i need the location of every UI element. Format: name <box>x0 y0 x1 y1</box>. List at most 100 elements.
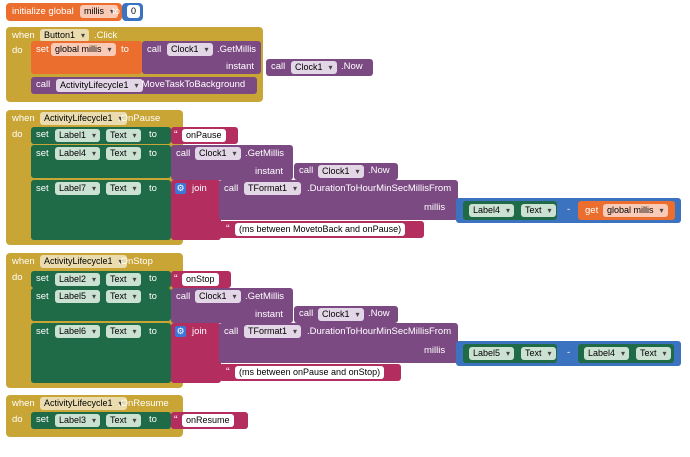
set-label5-text[interactable]: set Label5 Text to <box>31 288 171 321</box>
set-label3-text[interactable]: set Label3 Text to <box>31 412 171 429</box>
set-label: set <box>36 414 49 425</box>
var-dropdown[interactable]: global millis <box>51 43 116 56</box>
set-label2-text[interactable]: set Label2 Text to <box>31 271 171 288</box>
call-tformat-duration[interactable]: call TFormat1 .DurationToHourMinSecMilli… <box>219 180 458 220</box>
set-global-millis-block[interactable]: set global millis to <box>31 41 142 74</box>
string-value[interactable]: (ms between onPause and onStop) <box>235 366 385 379</box>
label-dropdown[interactable]: Label7 <box>55 182 101 195</box>
label4-text-getter[interactable]: Label4 Text <box>578 344 674 363</box>
to-label: to <box>149 183 157 194</box>
text-ms-between[interactable]: “ (ms between MovetoBack and onPause) <box>219 221 424 238</box>
clock-dropdown[interactable]: Clock1 <box>195 147 241 160</box>
property-dropdown[interactable]: Text <box>106 147 141 160</box>
do-label: do <box>12 414 23 425</box>
text-onpause[interactable]: “ onPause <box>171 127 238 144</box>
label-dropdown[interactable]: Label4 <box>469 204 515 217</box>
component-dropdown[interactable]: ActivityLifecycle1 <box>40 397 127 410</box>
set-label: set <box>36 326 49 337</box>
call-label: call <box>36 79 51 90</box>
to-label: to <box>149 273 157 284</box>
property-dropdown[interactable]: Text <box>106 129 141 142</box>
instant-label: instant <box>255 166 283 177</box>
label-dropdown[interactable]: Label1 <box>55 129 101 142</box>
clock-dropdown[interactable]: Clock1 <box>167 43 213 56</box>
do-label: do <box>12 45 23 56</box>
method-name: .GetMillis <box>245 148 285 159</box>
label-dropdown[interactable]: Label3 <box>55 414 101 427</box>
to-label: to <box>149 291 157 302</box>
property-dropdown[interactable]: Text <box>521 347 556 360</box>
property-dropdown[interactable]: Text <box>106 182 141 195</box>
init-global-millis-block[interactable]: initialize global millis to <box>6 3 122 21</box>
property-dropdown[interactable]: Text <box>106 273 141 286</box>
call-clock-now[interactable]: call Clock1 .Now <box>266 59 373 76</box>
set-label: set <box>36 148 49 159</box>
millis-param-label: millis <box>424 345 446 356</box>
millis-param-label: millis <box>424 202 446 213</box>
call-label: call <box>271 61 286 72</box>
label-dropdown[interactable]: Label2 <box>55 273 101 286</box>
call-clock-getmillis[interactable]: call Clock1 .GetMillis instant <box>142 41 261 74</box>
clock-dropdown[interactable]: Clock1 <box>195 290 241 303</box>
label-dropdown[interactable]: Label5 <box>55 290 101 303</box>
to-label: to <box>149 414 157 425</box>
set-label7-text[interactable]: set Label7 Text to <box>31 180 171 240</box>
call-clock-now[interactable]: call Clock1 .Now <box>294 163 398 180</box>
tformat-dropdown[interactable]: TFormat1 <box>244 325 302 338</box>
text-onstop[interactable]: “ onStop <box>171 271 231 288</box>
label-dropdown[interactable]: Label6 <box>55 325 101 338</box>
property-dropdown[interactable]: Text <box>521 204 556 217</box>
label-dropdown[interactable]: Label5 <box>469 347 515 360</box>
set-label4-text[interactable]: set Label4 Text to <box>31 145 171 178</box>
join-label: join <box>192 183 207 194</box>
lifecycle-dropdown[interactable]: ActivityLifecycle1 <box>56 79 143 92</box>
text-onresume[interactable]: “ onResume <box>171 412 248 429</box>
var-name-field[interactable]: millis <box>80 5 118 18</box>
component-dropdown[interactable]: ActivityLifecycle1 <box>40 112 127 125</box>
property-dropdown[interactable]: Text <box>106 290 141 303</box>
method-name: .Now <box>368 308 390 319</box>
call-tformat-duration[interactable]: call TFormat1 .DurationToHourMinSecMilli… <box>219 323 458 363</box>
call-clock-getmillis[interactable]: call Clock1 .GetMillis instant <box>171 145 293 180</box>
event-name: .OnPause <box>118 113 161 124</box>
label-dropdown[interactable]: Label4 <box>55 147 101 160</box>
component-dropdown[interactable]: ActivityLifecycle1 <box>40 255 127 268</box>
when-label: when <box>12 398 35 409</box>
label5-text-getter[interactable]: Label5 Text <box>463 344 557 363</box>
string-value[interactable]: onStop <box>182 273 219 286</box>
number-block[interactable]: 0 <box>122 3 143 21</box>
set-label6-text[interactable]: set Label6 Text to <box>31 323 171 383</box>
tformat-dropdown[interactable]: TFormat1 <box>244 182 302 195</box>
call-clock-getmillis[interactable]: call Clock1 .GetMillis instant <box>171 288 293 323</box>
get-global-millis[interactable]: get global millis <box>578 201 675 220</box>
join-block[interactable]: ⚙ join <box>171 323 221 383</box>
property-dropdown[interactable]: Text <box>106 325 141 338</box>
set-label1-text[interactable]: set Label1 Text to <box>31 127 171 144</box>
call-label: call <box>224 183 239 194</box>
do-label: do <box>12 129 23 140</box>
number-value[interactable]: 0 <box>127 5 141 18</box>
text-ms-between[interactable]: “ (ms between onPause and onStop) <box>219 364 401 381</box>
clock-dropdown[interactable]: Clock1 <box>318 308 364 321</box>
event-name: .Click <box>94 30 118 41</box>
clock-dropdown[interactable]: Clock1 <box>318 165 364 178</box>
property-dropdown[interactable]: Text <box>636 347 671 360</box>
component-dropdown[interactable]: Button1 <box>40 29 90 42</box>
string-value[interactable]: onPause <box>182 129 226 142</box>
string-value[interactable]: onResume <box>182 414 234 427</box>
open-quote: “ <box>226 366 230 378</box>
gear-icon[interactable]: ⚙ <box>175 326 186 337</box>
var-dropdown[interactable]: global millis <box>603 204 668 217</box>
join-block[interactable]: ⚙ join <box>171 180 221 240</box>
clock-dropdown[interactable]: Clock1 <box>291 61 337 74</box>
get-label: get <box>585 205 599 216</box>
property-dropdown[interactable]: Text <box>106 414 141 427</box>
call-label: call <box>299 165 314 176</box>
call-clock-now[interactable]: call Clock1 .Now <box>294 306 398 323</box>
string-value[interactable]: (ms between MovetoBack and onPause) <box>235 223 406 236</box>
instant-label: instant <box>255 309 283 320</box>
label-dropdown[interactable]: Label4 <box>584 347 630 360</box>
label4-text-getter[interactable]: Label4 Text <box>463 201 557 220</box>
call-movetasktobackground[interactable]: call ActivityLifecycle1 .MoveTaskToBackg… <box>31 77 257 94</box>
gear-icon[interactable]: ⚙ <box>175 183 186 194</box>
